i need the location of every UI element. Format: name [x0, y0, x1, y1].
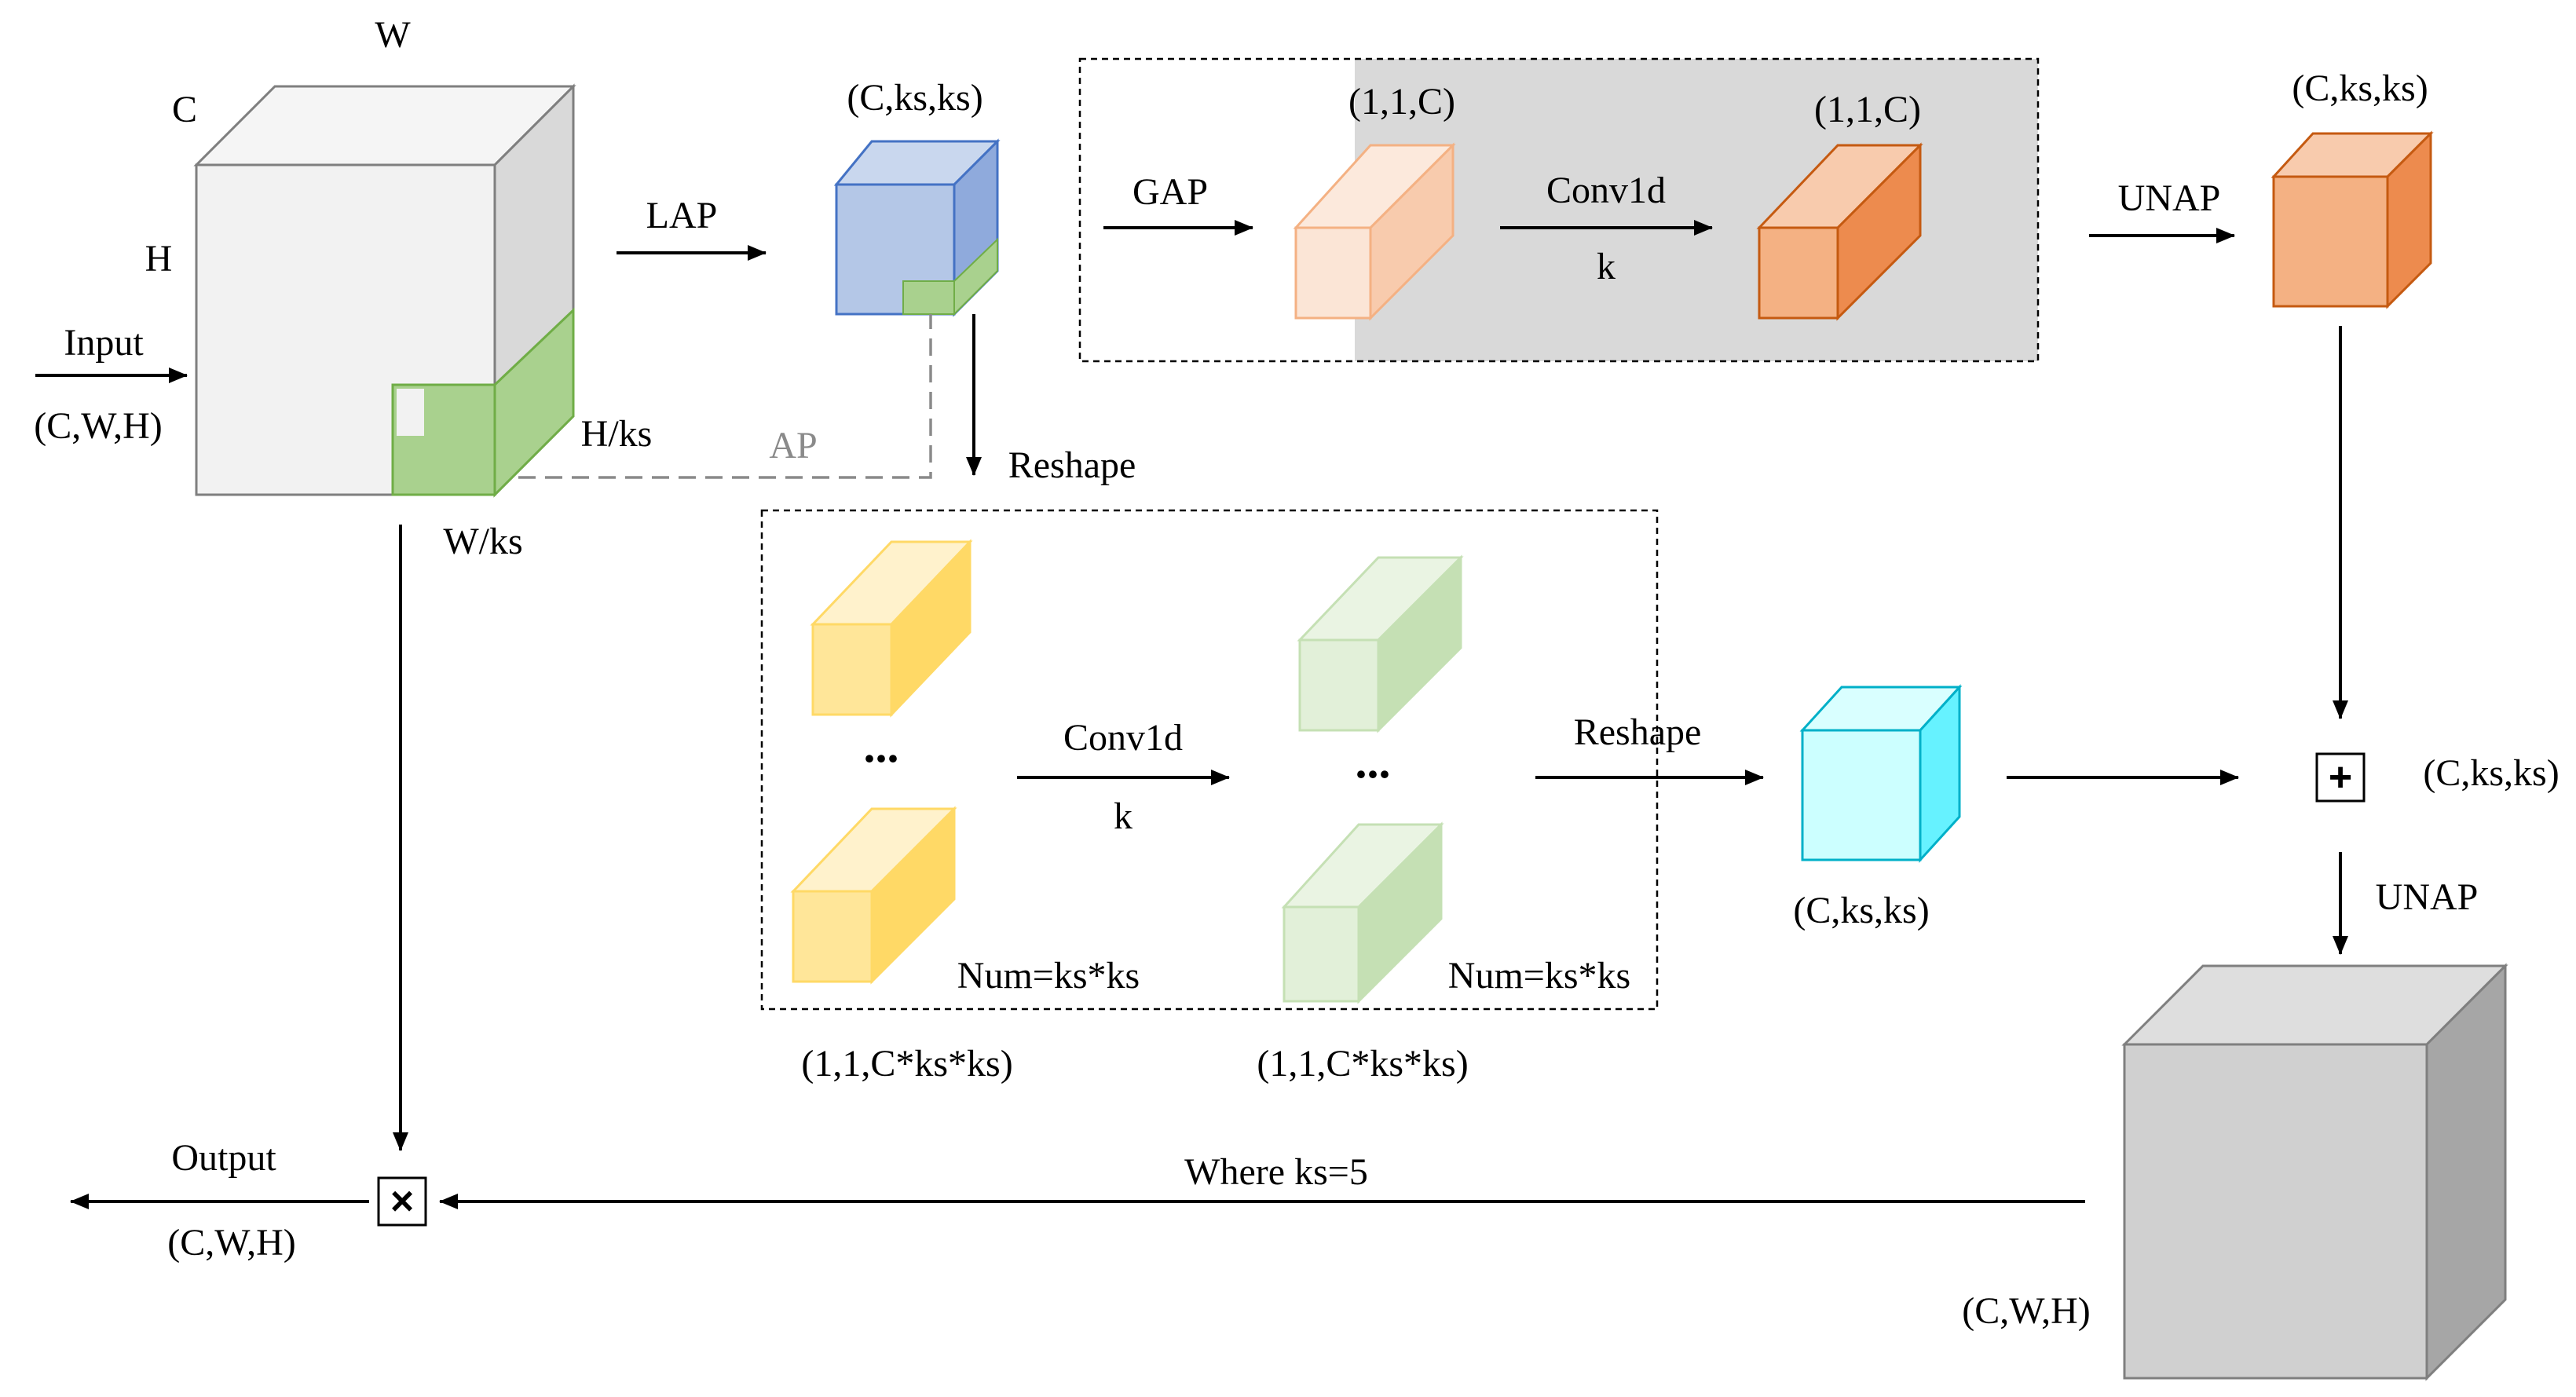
- label-input: Input: [64, 322, 144, 364]
- label-gap: GAP: [1132, 171, 1208, 213]
- svg-text:×: ×: [390, 1179, 414, 1224]
- yellow-cube-top: [810, 539, 973, 718]
- add-operator: +: [2315, 752, 2366, 803]
- label-input-shape: (C,W,H): [34, 405, 163, 447]
- label-shape-right: (1,1,C*ks*ks): [1257, 1043, 1468, 1084]
- gap-box: [1078, 57, 2040, 363]
- label-conv-top-k: k: [1597, 246, 1615, 287]
- conv-cube: [1756, 142, 1923, 321]
- label-gap-shape: (1,1,C): [1348, 81, 1455, 123]
- ap-connector: [518, 314, 932, 479]
- unap-cube: [2270, 130, 2434, 309]
- label-reshape-mid: Reshape: [1574, 711, 1702, 753]
- label-cyan-shape: (C,ks,ks): [1793, 890, 1929, 931]
- label-w-ks: W/ks: [443, 521, 522, 562]
- input-cube: [193, 83, 576, 498]
- label-unap-right: UNAP: [2376, 876, 2479, 918]
- label-conv-top: Conv1d: [1546, 170, 1666, 211]
- label-conv-mid: Conv1d: [1063, 717, 1183, 759]
- dots-left: ...: [864, 720, 899, 772]
- label-ap: AP: [769, 425, 817, 466]
- lap-cube: [833, 138, 1001, 317]
- label-where: Where ks=5: [1184, 1151, 1368, 1193]
- label-output: Output: [171, 1137, 276, 1179]
- label-plus-shape: (C,ks,ks): [2423, 752, 2559, 794]
- label-unap-top: UNAP: [2118, 177, 2221, 219]
- label-h: H: [145, 238, 173, 280]
- label-lap: LAP: [646, 195, 718, 236]
- label-conv-top-shape: (1,1,C): [1814, 89, 1921, 130]
- multiply-operator: ×: [377, 1176, 427, 1227]
- label-num-right: Num=ks*ks: [1448, 955, 1630, 997]
- yellow-cube-bottom: [790, 806, 957, 985]
- label-lap-shape: (C,ks,ks): [847, 77, 982, 119]
- label-num-left: Num=ks*ks: [957, 955, 1140, 997]
- label-c: C: [172, 89, 197, 130]
- label-conv-mid-k: k: [1114, 795, 1132, 837]
- label-output-shape: (C,W,H): [167, 1222, 296, 1264]
- label-unap-top-shape: (C,ks,ks): [2292, 68, 2428, 109]
- gap-cube: [1293, 142, 1456, 321]
- cyan-cube: [1799, 684, 1963, 863]
- output-gray-cube: [2121, 963, 2508, 1381]
- svg-text:+: +: [2329, 755, 2352, 800]
- label-h-ks: H/ks: [581, 413, 653, 455]
- green-cube-bottom: [1281, 821, 1444, 1004]
- arrows: [35, 220, 2348, 1209]
- label-gray-shape: (C,W,H): [1962, 1290, 2091, 1332]
- green-cube-top: [1297, 554, 1464, 733]
- reshape-box: [760, 509, 1659, 1011]
- label-w: W: [375, 14, 411, 56]
- dots-right: ...: [1356, 736, 1391, 788]
- label-reshape-top: Reshape: [1008, 444, 1136, 486]
- label-shape-left: (1,1,C*ks*ks): [801, 1043, 1012, 1084]
